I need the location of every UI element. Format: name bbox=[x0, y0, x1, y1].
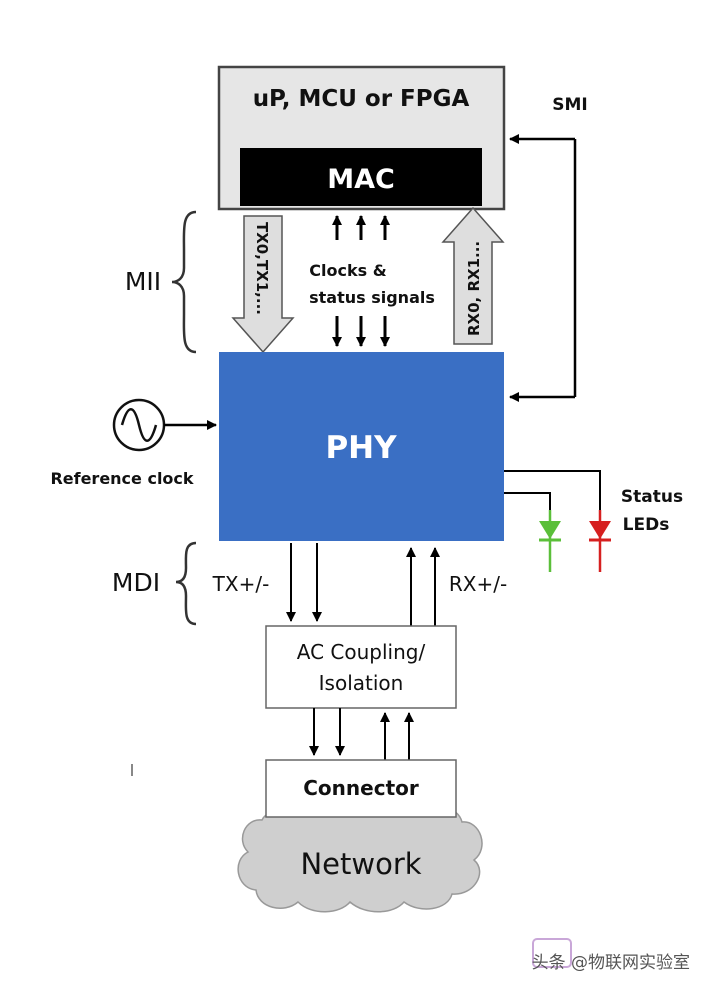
connector-box bbox=[265, 759, 457, 818]
ref-clock-label: Reference clock bbox=[50, 469, 193, 488]
cpu-label: uP, MCU or FPGA bbox=[253, 86, 470, 112]
sine-wave-icon bbox=[120, 408, 158, 442]
network-label: Network bbox=[300, 847, 421, 881]
status-label-line1: Status bbox=[621, 487, 683, 507]
phy-box bbox=[219, 352, 504, 541]
mdi-label: MDI bbox=[112, 568, 160, 597]
mdi-brace bbox=[175, 541, 197, 626]
watermark-text: 头条 @物联网实验室 bbox=[532, 953, 690, 973]
led-wire-green bbox=[504, 492, 551, 572]
tx-bus-arrow bbox=[231, 215, 295, 354]
rx-bus-label: RX0, RX1... bbox=[465, 241, 483, 336]
smi-label: SMI bbox=[552, 95, 588, 115]
connector-label: Connector bbox=[303, 776, 419, 800]
mac-label: MAC bbox=[327, 164, 395, 195]
tx-bus-label: TX0,TX1,... bbox=[253, 222, 271, 315]
red-led-icon bbox=[589, 521, 611, 539]
rx-bus-arrow bbox=[441, 206, 505, 345]
watermark-logo-icon bbox=[532, 938, 572, 968]
clocks-label-line1: Clocks & bbox=[309, 261, 386, 280]
ac-coupling-box bbox=[265, 625, 457, 709]
mii-label: MII bbox=[125, 267, 161, 296]
tx-pm-label: TX+/- bbox=[212, 572, 270, 596]
mac-box bbox=[240, 148, 482, 206]
clocks-label-line2: status signals bbox=[309, 288, 435, 307]
status-label-line2: LEDs bbox=[623, 515, 670, 535]
phy-label: PHY bbox=[325, 430, 397, 466]
rx-pm-label: RX+/- bbox=[449, 572, 507, 596]
mii-brace bbox=[171, 210, 197, 354]
ac-coupling-line1: AC Coupling/ bbox=[297, 640, 426, 664]
ac-coupling-line2: Isolation bbox=[319, 671, 404, 695]
